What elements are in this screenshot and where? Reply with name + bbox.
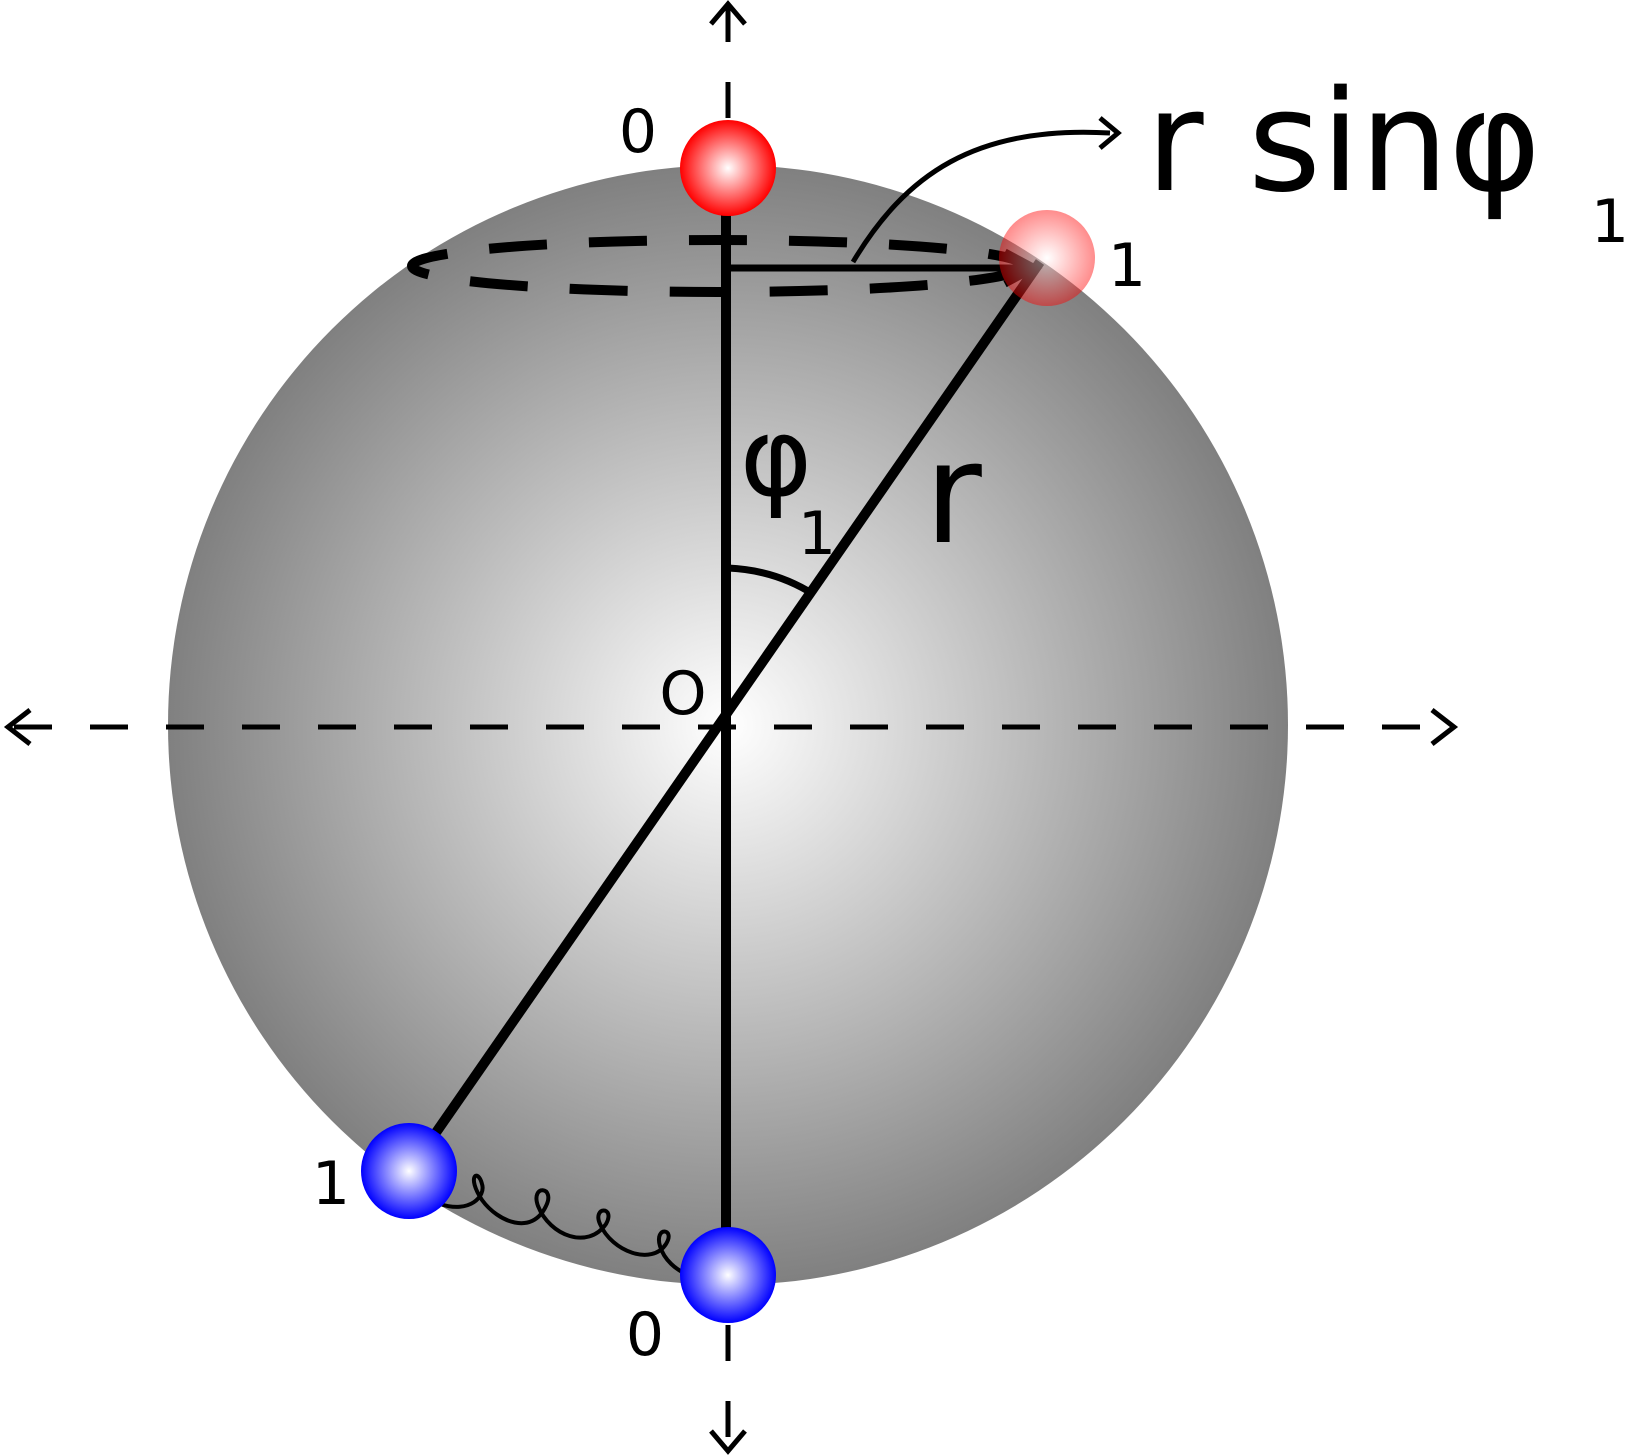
blue-ball-left xyxy=(361,1123,457,1219)
angle-subscript-label: 1 xyxy=(798,499,836,569)
bottom-blue-index-label: 0 xyxy=(626,1300,664,1370)
projection-subscript-label: 1 xyxy=(1591,187,1628,257)
origin-label: O xyxy=(659,659,706,729)
tilted-rod xyxy=(405,259,1045,1173)
right-axis-arrow-icon xyxy=(1430,708,1459,746)
bottom-axis-arrow-icon xyxy=(709,1429,747,1455)
blue-ball-bottom xyxy=(680,1227,776,1323)
projection-label: r sinφ xyxy=(1146,61,1541,224)
angle-label: φ xyxy=(740,393,813,521)
top-axis-arrow-icon xyxy=(709,0,747,26)
right-red-index-label: 1 xyxy=(1108,231,1146,301)
radius-label: r xyxy=(924,413,982,576)
top-red-index-label: 0 xyxy=(619,97,657,167)
label-pointer-curve xyxy=(850,129,1111,264)
red-ball-rotated xyxy=(999,210,1095,306)
left-axis-arrow-icon xyxy=(3,708,32,746)
red-ball-top xyxy=(680,120,776,216)
label-pointer-arrow-icon xyxy=(1098,116,1122,150)
left-blue-index-label: 1 xyxy=(312,1149,350,1219)
spring xyxy=(439,1173,691,1278)
angle-arc xyxy=(727,564,815,597)
